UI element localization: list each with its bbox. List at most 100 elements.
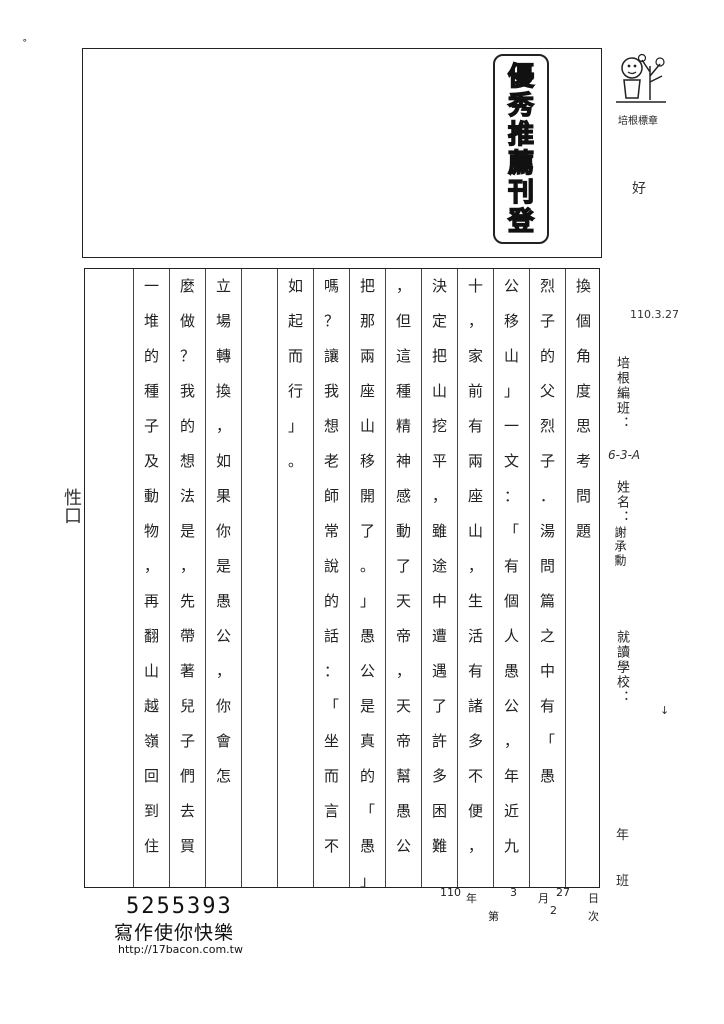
grid-column: 換個角度思考問題 (565, 269, 601, 887)
grid-char: 山 (431, 382, 447, 400)
grid-char: 活 (467, 627, 483, 645)
grid-char: 移 (503, 312, 519, 330)
grid-char: 山 (359, 417, 375, 435)
grid-char: ， (395, 277, 411, 295)
grid-char: 前 (467, 382, 483, 400)
grid-char: 是 (359, 697, 375, 715)
grid-column: 嗎？讓我想老師常說的話：「坐而言不 (313, 269, 349, 887)
grid-char: 」 (503, 382, 519, 400)
grid-char: 困 (431, 802, 447, 820)
grid-char: 愚 (395, 802, 411, 820)
grid-char: 」 (359, 872, 375, 890)
grid-column: ，但這種精神感動了天帝，天帝幫愚公 (385, 269, 421, 887)
grid-char: 動 (143, 487, 159, 505)
grid-char: 子 (143, 417, 159, 435)
grid-char: 是 (215, 557, 231, 575)
grid-char: 法 (179, 487, 195, 505)
grid-column: 決定把山挖平，雖途中遭遇了許多困難 (421, 269, 457, 887)
grid-char: 做 (179, 312, 195, 330)
grid-char: 近 (503, 802, 519, 820)
grid-char: 山 (467, 522, 483, 540)
grid-char: 」 (359, 592, 375, 610)
grid-char: 文 (503, 452, 519, 470)
grid-char: 讓 (323, 347, 339, 365)
grid-char: 想 (179, 452, 195, 470)
grid-char: 那 (359, 312, 375, 330)
grid-char: 愚 (359, 627, 375, 645)
grid-char: ， (395, 662, 411, 680)
grid-char: 感 (395, 487, 411, 505)
grid-char: 題 (575, 522, 591, 540)
grid-char: ． (539, 487, 555, 505)
grid-char: 愚 (503, 662, 519, 680)
grid-char: ， (467, 312, 483, 330)
grid-char: 說 (323, 557, 339, 575)
grid-char: 而 (287, 347, 303, 365)
grid-char: 換 (575, 277, 591, 295)
grid-char: 個 (575, 312, 591, 330)
grid-char: 「 (323, 697, 339, 715)
grid-char: ， (431, 487, 447, 505)
grid-char: 」 (287, 417, 303, 435)
grid-char: 天 (395, 697, 411, 715)
grid-char: 的 (179, 417, 195, 435)
grid-char: 愚 (539, 767, 555, 785)
grid-char: ： (323, 662, 339, 680)
grid-char: 公 (503, 697, 519, 715)
grid-char: 如 (287, 277, 303, 295)
grid-char: ？ (323, 312, 339, 330)
grid-char: 但 (395, 312, 411, 330)
grid-char: 去 (179, 802, 195, 820)
grid-char: 途 (431, 557, 447, 575)
grid-char: 越 (143, 697, 159, 715)
day-value: 27 (556, 886, 570, 899)
month-label: 月 (538, 892, 549, 905)
grid-char: 遭 (431, 627, 447, 645)
grid-char: 愚 (215, 592, 231, 610)
grid-char: 移 (359, 452, 375, 470)
grid-char: 我 (179, 382, 195, 400)
grid-char: 諸 (467, 697, 483, 715)
grid-char: 嗎 (323, 277, 339, 295)
grid-char: 「 (539, 732, 555, 750)
grid-char: 座 (467, 487, 483, 505)
grid-char: 動 (395, 522, 411, 540)
grid-char: 物 (143, 522, 159, 540)
grid-char: 公 (503, 277, 519, 295)
grid-char: 遇 (431, 662, 447, 680)
grid-char: 精 (395, 417, 411, 435)
grid-char: 多 (431, 767, 447, 785)
stamp-char: 薦 (507, 148, 534, 179)
grid-char: ， (179, 557, 195, 575)
grid-column: 十，家前有兩座山，生活有諸多不便， (457, 269, 493, 887)
grid-char: 山 (503, 347, 519, 365)
grid-char: 行 (287, 382, 303, 400)
grid-char: 定 (431, 312, 447, 330)
grid-char: 子 (539, 312, 555, 330)
grid-char: 不 (323, 837, 339, 855)
grid-char: 種 (395, 382, 411, 400)
grid-char: 年 (503, 767, 519, 785)
grid-char: 子 (179, 732, 195, 750)
grid-char: 有 (467, 417, 483, 435)
grid-char: 湯 (539, 522, 555, 540)
grid-char: 度 (575, 382, 591, 400)
grid-char: 難 (431, 837, 447, 855)
grid-char: 場 (215, 312, 231, 330)
grid-char: ， (467, 557, 483, 575)
grid-char: 翻 (143, 627, 159, 645)
grid-char: 思 (575, 417, 591, 435)
grid-char: 帶 (179, 627, 195, 645)
grid-char: 。 (287, 452, 303, 470)
grid-char: 愚 (359, 837, 375, 855)
grid-char: 堆 (143, 312, 159, 330)
grid-char: 如 (215, 452, 231, 470)
grid-char: 是 (179, 522, 195, 540)
grid-char: 的 (539, 347, 555, 365)
grid-char: 話 (323, 627, 339, 645)
grid-char: 兒 (179, 697, 195, 715)
class-label: 培根編班： (614, 356, 629, 431)
grid-char: 換 (215, 382, 231, 400)
grid-char: 有 (503, 557, 519, 575)
